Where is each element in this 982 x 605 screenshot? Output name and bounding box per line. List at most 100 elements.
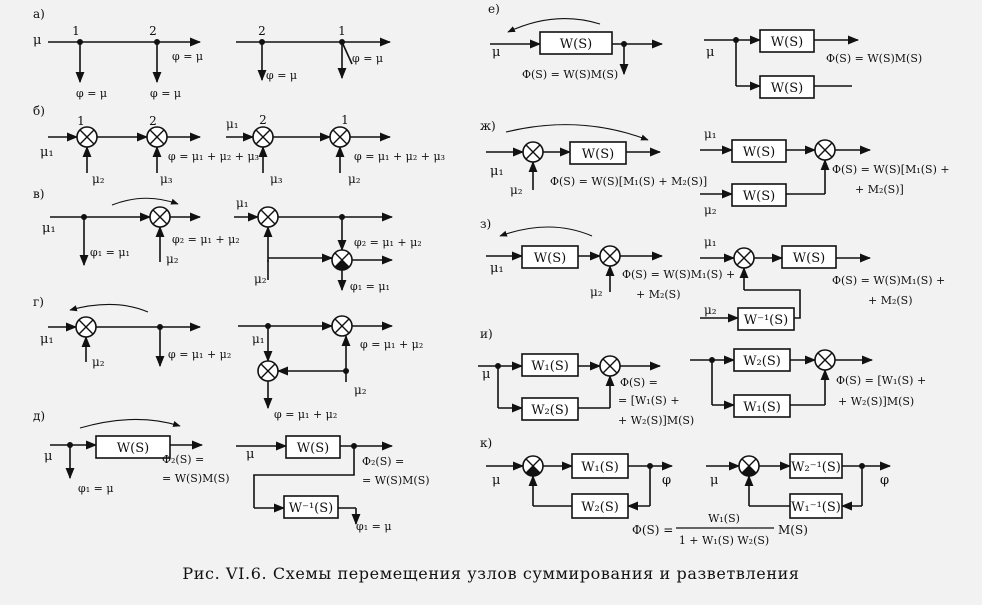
equation: Φ(S) = W(S)M(S) bbox=[826, 52, 922, 65]
block-label: W₂⁻¹(S) bbox=[791, 460, 841, 475]
move-direction-arrow bbox=[499, 226, 593, 237]
figure-caption: Рис. VI.6. Схемы перемещения узлов сумми… bbox=[182, 564, 800, 583]
transfer-block-W: W(S) bbox=[731, 139, 787, 163]
label: φ bbox=[880, 473, 889, 488]
panel-label: к) bbox=[480, 436, 492, 450]
block-label: W(S) bbox=[743, 145, 775, 160]
transfer-block-W: W(S) bbox=[781, 245, 837, 269]
branch-point bbox=[339, 39, 345, 45]
panel-label: а) bbox=[33, 7, 45, 21]
equation: φ₁ = μ₁ bbox=[350, 280, 390, 293]
block-label: W(S) bbox=[117, 441, 149, 456]
block-label: W₁⁻¹(S) bbox=[791, 500, 841, 515]
label: μ₂ bbox=[354, 383, 367, 397]
block-label: W(S) bbox=[297, 441, 329, 456]
label: μ₁ bbox=[226, 117, 239, 131]
block-label: W₂(S) bbox=[581, 500, 619, 515]
signal-line-6 bbox=[341, 41, 353, 65]
block-label: W(S) bbox=[582, 147, 614, 162]
label: μ bbox=[492, 45, 500, 60]
transfer-block-W-inverse: W⁻¹(S) bbox=[737, 307, 795, 331]
node-number: 1 bbox=[338, 24, 346, 38]
equation: + M₂(S)] bbox=[855, 183, 904, 196]
panel-label: з) bbox=[480, 217, 491, 231]
block-label: W₂(S) bbox=[531, 403, 569, 418]
equation: φ = μ bbox=[352, 52, 383, 65]
node-number: 2 bbox=[259, 113, 267, 127]
label: μ₁ bbox=[490, 164, 504, 179]
summing-node bbox=[149, 206, 171, 228]
transfer-block-W: W(S) bbox=[569, 141, 627, 165]
label: μ₂ bbox=[254, 272, 267, 286]
move-direction-arrow bbox=[69, 303, 149, 313]
panel-label: д) bbox=[33, 409, 45, 423]
equation: φ₁ = μ bbox=[356, 520, 391, 533]
panel-label: ж) bbox=[480, 119, 496, 133]
label: μ bbox=[246, 447, 254, 462]
signal-line-44 bbox=[253, 446, 355, 508]
label: μ₂ bbox=[704, 303, 717, 317]
panel-label: в) bbox=[33, 187, 44, 201]
equation: Φ(S) = W(S)M₁(S) + bbox=[622, 268, 735, 281]
move-direction-arrow bbox=[505, 124, 649, 141]
equation: Φ(S) = W(S)M₁(S) + bbox=[832, 274, 945, 287]
branch-point bbox=[259, 39, 265, 45]
summing-node bbox=[522, 141, 544, 163]
equation: φ = μ₁ + μ₂ + μ₃ bbox=[168, 150, 259, 163]
block-label: W(S) bbox=[771, 81, 803, 96]
branch-point bbox=[339, 214, 345, 220]
branch-point bbox=[67, 442, 73, 448]
block-label: W(S) bbox=[771, 35, 803, 50]
label: μ₁ bbox=[704, 235, 717, 249]
branch-point bbox=[343, 368, 349, 374]
fraction-numerator: W₁(S) bbox=[708, 512, 740, 525]
label: μ₂ bbox=[704, 203, 717, 217]
block-label: W₁(S) bbox=[743, 400, 781, 415]
summing-node bbox=[146, 126, 168, 148]
transfer-block-W: W(S) bbox=[731, 183, 787, 207]
equation: φ = μ bbox=[150, 87, 181, 100]
label: μ₂ bbox=[348, 172, 361, 186]
branch-point bbox=[157, 324, 163, 330]
equation: = W(S)M(S) bbox=[362, 474, 430, 487]
label: μ₂ bbox=[510, 183, 523, 197]
equation: φ = μ₁ + μ₂ bbox=[360, 338, 423, 351]
label: μ₁ bbox=[490, 261, 504, 276]
panel-label: г) bbox=[33, 295, 44, 309]
equation: Φ(S) = bbox=[620, 376, 658, 389]
summing-node bbox=[331, 315, 353, 337]
node-number: 1 bbox=[72, 24, 80, 38]
equation: + M₂(S) bbox=[636, 288, 681, 301]
label: μ₃ bbox=[270, 172, 283, 186]
label: μ₂ bbox=[92, 172, 105, 186]
transfer-block-W2: W₂(S) bbox=[521, 397, 579, 421]
label: μ bbox=[44, 449, 52, 464]
equation: + M₂(S) bbox=[868, 294, 913, 307]
label: μ₁ bbox=[236, 196, 249, 210]
signal-line-74 bbox=[744, 289, 801, 319]
equation: Φ₂(S) = bbox=[362, 455, 404, 468]
summing-node bbox=[76, 126, 98, 148]
summing-node bbox=[257, 206, 279, 228]
equation: Φ(S) = W(S)[M₁(S) + M₂(S)] bbox=[550, 175, 707, 188]
transfer-block-W: W(S) bbox=[95, 435, 171, 459]
node-number: 2 bbox=[149, 114, 157, 128]
equation: = [W₁(S) + bbox=[618, 394, 680, 407]
transfer-block-W1: W₁(S) bbox=[571, 453, 629, 479]
transfer-block-W: W(S) bbox=[521, 245, 579, 269]
branch-point bbox=[351, 443, 357, 449]
equation: φ = μ bbox=[172, 50, 203, 63]
equation: φ₂ = μ₁ + μ₂ bbox=[172, 233, 240, 246]
equation: + W₂(S)]M(S) bbox=[838, 395, 914, 408]
summing-node bbox=[252, 126, 274, 148]
equation: φ = μ₁ + μ₂ bbox=[274, 408, 337, 421]
transfer-block-W1: W₁(S) bbox=[733, 394, 791, 418]
transfer-block-W: W(S) bbox=[285, 435, 341, 459]
equation: Φ(S) = W(S)M(S) bbox=[522, 68, 618, 81]
panel-label: и) bbox=[480, 327, 493, 341]
move-direction-arrow bbox=[111, 197, 179, 206]
equation: = W(S)M(S) bbox=[162, 472, 230, 485]
block-label: W₁(S) bbox=[531, 359, 569, 374]
branch-point bbox=[77, 39, 83, 45]
